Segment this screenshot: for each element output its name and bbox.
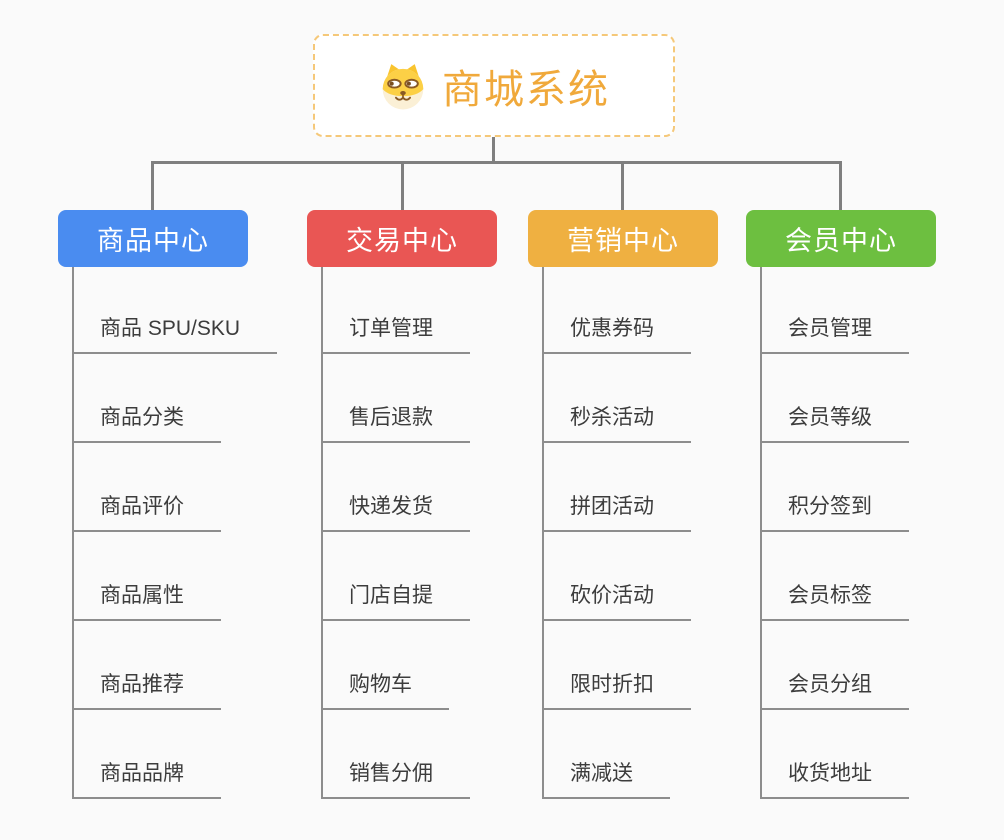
- leaf-node[interactable]: 会员等级: [760, 354, 1004, 443]
- leaf-node[interactable]: 快递发货: [321, 443, 573, 532]
- drop-line-member: [839, 161, 842, 210]
- leaf-label: 商品推荐: [72, 668, 221, 710]
- leaf-node[interactable]: 秒杀活动: [542, 354, 794, 443]
- leaf-label: 积分签到: [760, 490, 909, 532]
- leaf-label: 商品属性: [72, 579, 221, 621]
- branch-label: 商品中心: [97, 226, 209, 256]
- leaf-label: 优惠券码: [542, 312, 691, 354]
- leaf-node[interactable]: 门店自提: [321, 532, 573, 621]
- leaf-label: 砍价活动: [542, 579, 691, 621]
- leaf-label: 会员分组: [760, 668, 909, 710]
- leaf-node[interactable]: 收货地址: [760, 710, 1004, 799]
- leaf-label: 拼团活动: [542, 490, 691, 532]
- leaf-label: 商品 SPU/SKU: [72, 312, 278, 354]
- leaf-node[interactable]: 商品评价: [72, 443, 324, 532]
- branch-label: 会员中心: [785, 226, 897, 256]
- leaf-node[interactable]: 商品分类: [72, 354, 324, 443]
- branch-node-product-center[interactable]: 商品中心: [58, 210, 248, 267]
- root-title: 商城系统: [442, 67, 610, 112]
- branch-node-trade-center[interactable]: 交易中心: [307, 210, 497, 267]
- leaf-node[interactable]: 商品品牌: [72, 710, 324, 799]
- branch-children-marketing-center: 优惠券码 秒杀活动 拼团活动 砍价活动 限时折扣 满减送: [542, 267, 794, 799]
- leaf-node[interactable]: 满减送: [542, 710, 794, 799]
- branch-horizontal-line: [151, 161, 842, 164]
- leaf-label: 商品品牌: [72, 757, 221, 799]
- leaf-node[interactable]: 会员管理: [760, 267, 1004, 354]
- branch-node-marketing-center[interactable]: 营销中心: [528, 210, 718, 267]
- leaf-label: 销售分佣: [321, 757, 470, 799]
- branch-label: 交易中心: [346, 226, 458, 256]
- leaf-node[interactable]: 砍价活动: [542, 532, 794, 621]
- drop-line-product: [151, 161, 154, 210]
- leaf-label: 会员标签: [760, 579, 909, 621]
- leaf-label: 会员等级: [760, 401, 909, 443]
- dog-face-icon: [382, 63, 424, 109]
- leaf-label: 订单管理: [321, 312, 470, 354]
- leaf-node[interactable]: 销售分佣: [321, 710, 573, 799]
- branch-children-member-center: 会员管理 会员等级 积分签到 会员标签 会员分组 收货地址: [760, 267, 1004, 799]
- root-stem-line: [492, 137, 495, 163]
- leaf-label: 售后退款: [321, 401, 470, 443]
- leaf-label: 秒杀活动: [542, 401, 691, 443]
- drop-line-marketing: [621, 161, 624, 210]
- leaf-node[interactable]: 购物车: [321, 621, 573, 710]
- leaf-label: 门店自提: [321, 579, 470, 621]
- leaf-node[interactable]: 商品属性: [72, 532, 324, 621]
- mindmap-root-node[interactable]: 商城系统: [313, 34, 675, 137]
- leaf-label: 商品分类: [72, 401, 221, 443]
- leaf-label: 限时折扣: [542, 668, 691, 710]
- leaf-label: 会员管理: [760, 312, 909, 354]
- leaf-label: 收货地址: [760, 757, 909, 799]
- leaf-node[interactable]: 订单管理: [321, 267, 573, 354]
- leaf-node[interactable]: 售后退款: [321, 354, 573, 443]
- branch-label: 营销中心: [567, 226, 679, 256]
- leaf-label: 快递发货: [321, 490, 470, 532]
- leaf-label: 商品评价: [72, 490, 221, 532]
- drop-line-trade: [401, 161, 404, 210]
- leaf-node[interactable]: 限时折扣: [542, 621, 794, 710]
- branch-children-product-center: 商品 SPU/SKU 商品分类 商品评价 商品属性 商品推荐 商品品牌: [72, 267, 324, 799]
- branch-children-trade-center: 订单管理 售后退款 快递发货 门店自提 购物车 销售分佣: [321, 267, 573, 799]
- leaf-node[interactable]: 积分签到: [760, 443, 1004, 532]
- leaf-node[interactable]: 商品推荐: [72, 621, 324, 710]
- branch-node-member-center[interactable]: 会员中心: [746, 210, 936, 267]
- leaf-node[interactable]: 拼团活动: [542, 443, 794, 532]
- leaf-node[interactable]: 会员标签: [760, 532, 1004, 621]
- leaf-node[interactable]: 优惠券码: [542, 267, 794, 354]
- leaf-label: 购物车: [321, 668, 449, 710]
- leaf-node[interactable]: 商品 SPU/SKU: [72, 267, 324, 354]
- leaf-node[interactable]: 会员分组: [760, 621, 1004, 710]
- leaf-label: 满减送: [542, 757, 670, 799]
